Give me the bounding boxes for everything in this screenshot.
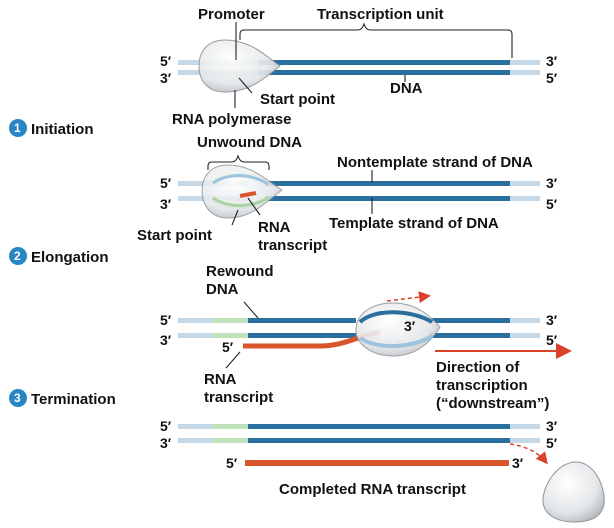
rna-transcript-label-init-1: RNA xyxy=(258,219,291,236)
dna-termination xyxy=(178,424,540,443)
end-5-init-upper: 5′ xyxy=(160,175,172,191)
end-5-init-right-lower: 5′ xyxy=(546,196,558,212)
stage-number: 2 xyxy=(14,249,21,263)
transcription-unit-label: Transcription unit xyxy=(317,6,444,23)
stage-name: Initiation xyxy=(31,121,94,138)
end-3-init-right-upper: 3′ xyxy=(546,175,558,191)
completed-rna-label: Completed RNA transcript xyxy=(279,481,466,498)
stage-number-badge xyxy=(9,389,27,407)
end-5-elong-right-lower: 5′ xyxy=(546,332,558,348)
end-3-top-lower: 3′ xyxy=(160,70,172,86)
end-3-elong-lower: 3′ xyxy=(160,332,172,348)
end-3-init-lower: 3′ xyxy=(160,196,172,212)
end-5-term-right-lower: 5′ xyxy=(546,435,558,451)
direction-label-1: Direction of xyxy=(436,359,520,376)
end-3-rna-term: 3′ xyxy=(512,455,524,471)
direction-label-3: (“downstream”) xyxy=(436,395,549,412)
stage-name: Elongation xyxy=(31,249,109,266)
rna-polymerase-top xyxy=(198,39,281,93)
dna-label: DNA xyxy=(390,80,423,97)
start-point-label-top: Start point xyxy=(260,91,335,108)
transcription-unit-bracket xyxy=(239,22,513,58)
stage-elongation: 2 Elongation xyxy=(9,247,109,266)
dna-elongation xyxy=(178,318,540,338)
direction-label-2: transcription xyxy=(436,377,528,394)
nontemplate-strand-label: Nontemplate strand of DNA xyxy=(337,154,533,171)
stage-number-badge xyxy=(9,247,27,265)
end-3-term-lower: 3′ xyxy=(160,435,172,451)
end-3-elong-right-upper: 3′ xyxy=(546,312,558,328)
rna-polymerase-label: RNA polymerase xyxy=(172,111,292,128)
rna-transcript-label-init-2: transcript xyxy=(258,237,327,254)
completed-rna-transcript xyxy=(245,460,509,466)
stage-number: 1 xyxy=(14,121,21,135)
end-5-rna-term: 5′ xyxy=(226,455,238,471)
start-point-label-init: Start point xyxy=(137,227,212,244)
stage-name: Termination xyxy=(31,391,116,408)
stage-number: 3 xyxy=(14,391,21,405)
end-3-top-right-upper: 3′ xyxy=(546,53,558,69)
rna-start-initiation xyxy=(239,191,257,198)
unwound-dna-label: Unwound DNA xyxy=(197,134,302,151)
end-5-top-upper: 5′ xyxy=(160,53,172,69)
end-5-rna-elong: 5′ xyxy=(222,339,234,355)
end-5-term-upper: 5′ xyxy=(160,418,172,434)
end-5-elong-upper: 5′ xyxy=(160,312,172,328)
rna-transcript-label-elong-2: transcript xyxy=(204,389,273,406)
rewound-dna-label-2: DNA xyxy=(206,281,239,298)
promoter-label: Promoter xyxy=(198,6,265,23)
stage-initiation: 1 Initiation xyxy=(9,119,94,138)
stage-number-badge xyxy=(9,119,27,137)
rewound-dna-label-1: Rewound xyxy=(206,263,274,280)
end-3-term-right-upper: 3′ xyxy=(546,418,558,434)
template-strand-label: Template strand of DNA xyxy=(329,215,499,232)
rna-transcript-label-elong-1: RNA xyxy=(204,371,237,388)
end-5-top-right-lower: 5′ xyxy=(546,70,558,86)
stage-termination: 3 Termination xyxy=(9,389,116,408)
end-3-rna-elong: 3′ xyxy=(404,318,416,334)
rna-polymerase-released xyxy=(542,461,605,523)
rna-polymerase-initiation xyxy=(201,164,283,219)
